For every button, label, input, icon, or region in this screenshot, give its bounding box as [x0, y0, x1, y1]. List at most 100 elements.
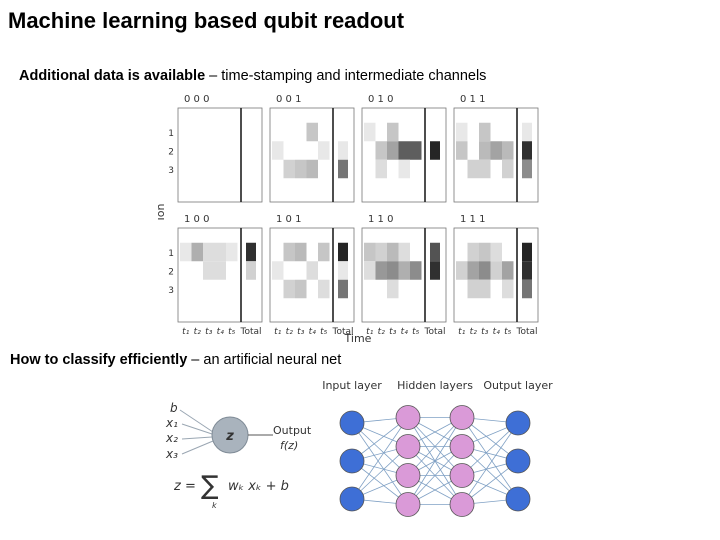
- output-label: Output: [273, 424, 312, 437]
- input-layer-label: Input layer: [322, 379, 382, 392]
- panel-label: 0 1 1: [460, 94, 485, 105]
- input-edge: [181, 436, 213, 440]
- heatmap-cell: [295, 279, 307, 299]
- x-tick-label: t₁: [182, 327, 190, 337]
- heatmap-cell: [410, 261, 422, 280]
- heatmap-panel: 0 1 0: [361, 94, 447, 203]
- panel-label: 1 0 1: [276, 214, 301, 225]
- heatmap-cell: [191, 242, 203, 262]
- x-axis-label: Time: [344, 332, 372, 345]
- total-cell: [522, 122, 532, 142]
- heatmap-cell: [398, 141, 410, 160]
- heatmap-cell: [306, 159, 318, 179]
- hidden-node: [449, 463, 475, 488]
- panel-frame: [177, 107, 263, 203]
- heatmap-cell: [490, 261, 502, 280]
- heatmap-cell: [467, 242, 479, 262]
- formula-body: wₖ xₖ + b: [228, 479, 289, 494]
- total-cell: [522, 261, 532, 280]
- hidden-node: [449, 434, 475, 459]
- total-cell: [246, 261, 256, 280]
- heatmap-cell: [456, 122, 468, 142]
- heatmap-cell: [272, 141, 284, 160]
- heatmap-cell: [318, 242, 330, 262]
- network-edge: [351, 417, 409, 500]
- y-tick-label: 2: [168, 268, 174, 278]
- heatmap-cell: [214, 242, 226, 262]
- network-edge: [461, 422, 519, 505]
- x-tick-label: t₅: [228, 327, 236, 337]
- panel-label: 1 1 1: [460, 214, 485, 225]
- heatmap-cell: [398, 261, 410, 280]
- output-node: [505, 486, 531, 512]
- heatmap-cell: [479, 141, 491, 160]
- x-tick-label: t₄: [493, 327, 501, 337]
- heatmap-cell: [387, 261, 399, 280]
- hidden-node: [395, 405, 421, 430]
- total-cell: [522, 141, 532, 160]
- x-tick-label: t₅: [412, 327, 420, 337]
- panel-label: 0 1 0: [368, 94, 393, 105]
- heatmap-cell: [467, 159, 479, 179]
- input-edge: [181, 423, 213, 435]
- network-edge: [407, 446, 463, 505]
- total-cell: [430, 242, 440, 262]
- network-nodes: [339, 405, 531, 517]
- heatmap-cell: [479, 242, 491, 262]
- hidden-node: [449, 405, 475, 430]
- heatmap-cell: [502, 261, 514, 280]
- hidden-node: [395, 434, 421, 459]
- heatmap-cell: [479, 159, 491, 179]
- subtitle2-bold: How to classify efficiently: [10, 352, 188, 368]
- network-edge: [461, 417, 519, 500]
- hidden-node: [395, 492, 421, 517]
- heatmap-cell: [456, 261, 468, 280]
- hidden-node: [395, 463, 421, 488]
- heatmap-cell: [479, 122, 491, 142]
- heatmap-cell: [295, 242, 307, 262]
- total-cell: [430, 261, 440, 280]
- subtitle-additional-data: Additional data is available – time-stam…: [19, 68, 486, 84]
- y-axis-label: Ion: [158, 204, 167, 221]
- heatmap-panel: 0 0 1: [269, 94, 355, 203]
- total-cell: [338, 261, 348, 280]
- input-x2: x₂: [165, 431, 178, 445]
- heatmap-cell: [387, 122, 399, 142]
- x-tick-label: t₃: [297, 327, 305, 337]
- heatmap-cell: [295, 159, 307, 179]
- network-edge: [407, 417, 463, 505]
- heatmap-cell: [410, 141, 422, 160]
- y-tick-label: 1: [168, 249, 174, 259]
- x-tick-label: t₁: [458, 327, 466, 337]
- total-cell: [522, 242, 532, 262]
- formula-index: k: [212, 501, 217, 510]
- input-b: b: [170, 401, 178, 415]
- input-edge: [179, 409, 214, 433]
- heatmap-cell: [387, 279, 399, 299]
- x-tick-label-total: Total: [239, 327, 261, 337]
- x-tick-label: t₁: [274, 327, 282, 337]
- input-node: [339, 486, 365, 512]
- x-tick-label: t₅: [504, 327, 512, 337]
- heatmap-cell: [283, 159, 295, 179]
- heatmap-cell: [479, 279, 491, 299]
- panel-label: 0 0 1: [276, 94, 301, 105]
- y-tick-label: 1: [168, 129, 174, 139]
- x-tick-label: t₂: [194, 327, 202, 337]
- panel-label: 1 1 0: [368, 214, 393, 225]
- input-node: [339, 410, 365, 436]
- total-cell: [246, 242, 256, 262]
- x-tick-label: t₃: [205, 327, 213, 337]
- heatmap-cell: [180, 242, 192, 262]
- heatmap-cell: [364, 261, 376, 280]
- input-edge: [181, 440, 214, 455]
- heatmap-cell: [364, 242, 376, 262]
- heatmap-cell: [502, 279, 514, 299]
- heatmap-cell: [479, 261, 491, 280]
- heatmap-cell: [375, 242, 387, 262]
- heatmap-cell: [456, 141, 468, 160]
